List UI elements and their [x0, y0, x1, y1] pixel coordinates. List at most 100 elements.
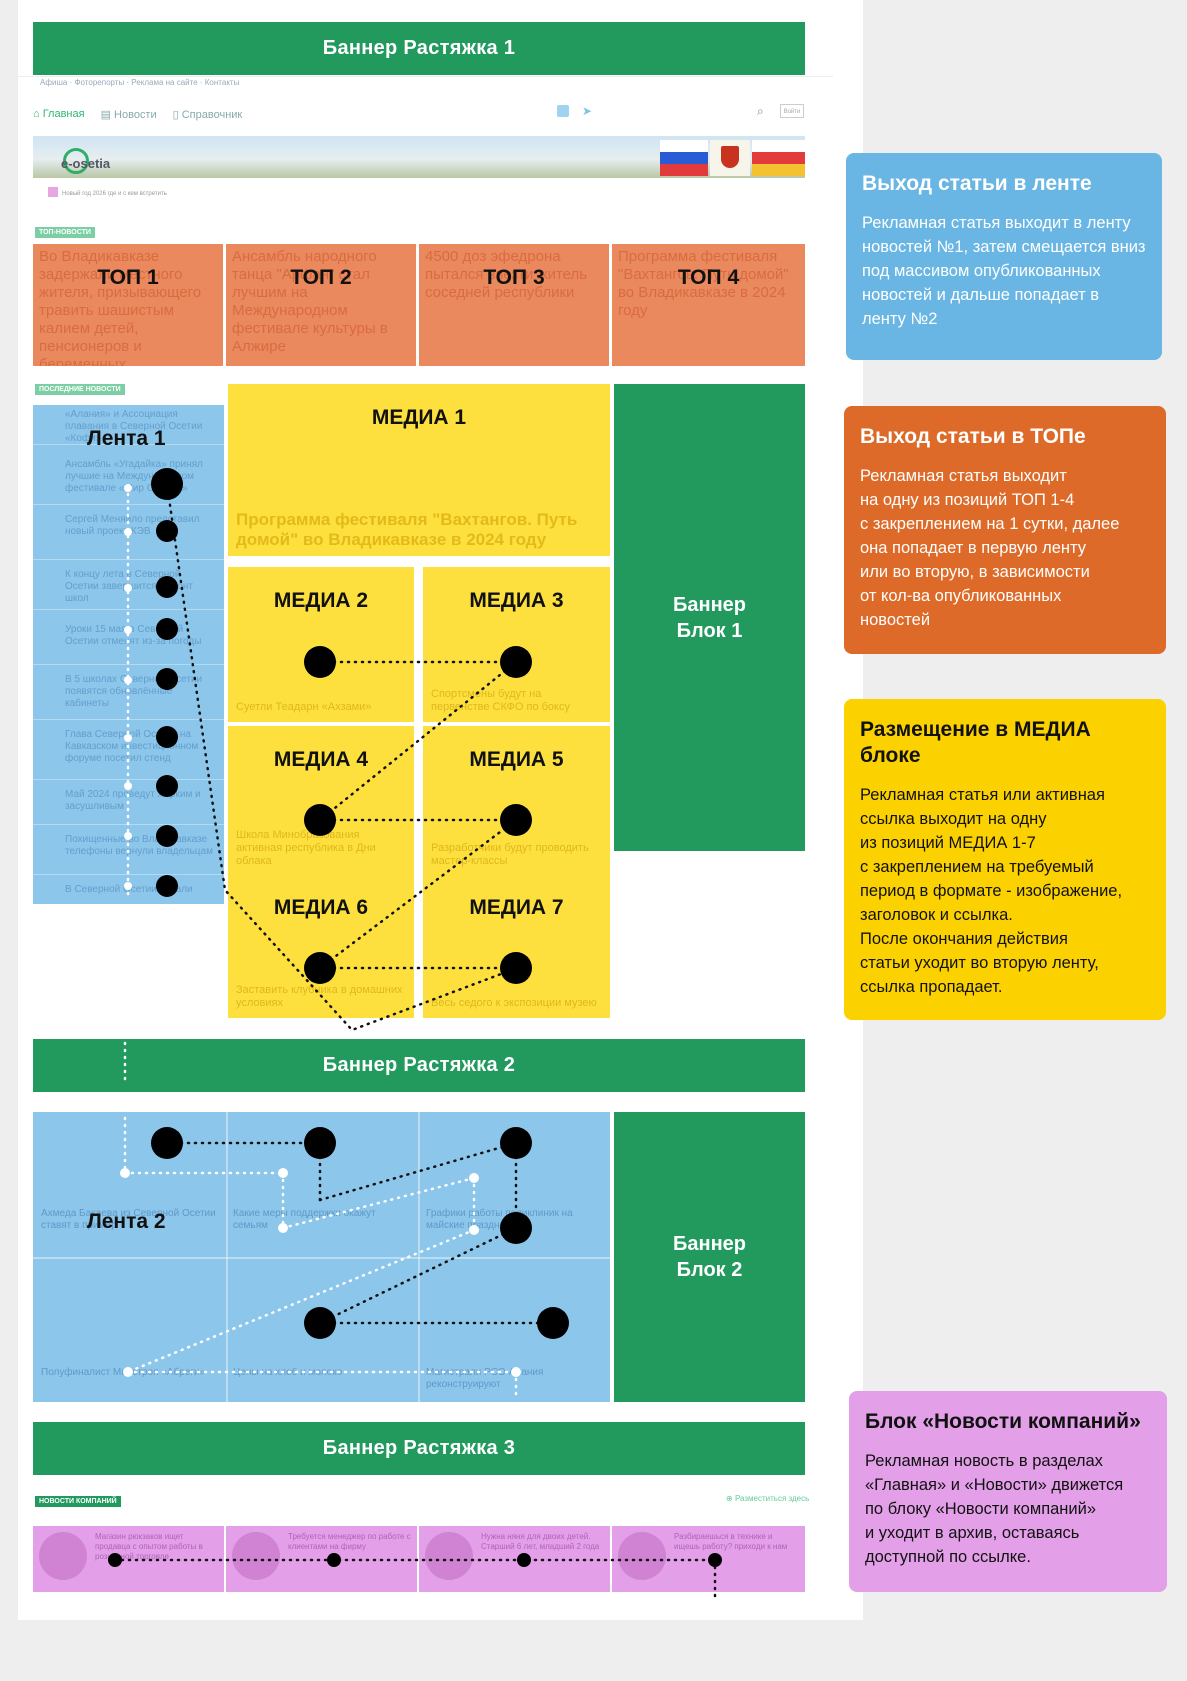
tag-top-news: ТОП-НОВОСТИ [35, 227, 95, 238]
media-4[interactable]: МЕДИА 4 Школа Минобразования активная рес… [228, 726, 414, 876]
media-caption: Заставить клубника в домашних условиях [236, 984, 403, 1009]
divider [226, 1112, 228, 1402]
company-text: Нужна няня для двоих детей. Старший 6 ле… [481, 1532, 600, 1551]
news-icon: ▤ [100, 108, 115, 121]
company-thumb [232, 1532, 280, 1580]
card-text: Рекламная статья выходит на одну из пози… [860, 467, 1120, 629]
top-text: Во Владикавказе задержали местного жител… [39, 248, 202, 366]
media-2[interactable]: МЕДИА 2 Суетли Теадарн «Ахзами» [228, 567, 414, 722]
vk-icon[interactable] [557, 105, 569, 117]
company-thumb [39, 1532, 87, 1580]
top-4[interactable]: Программа фестиваля "Вахтангов. Путь дом… [612, 244, 805, 366]
card-text: Рекламная статья или активная ссылка вых… [860, 786, 1123, 996]
media-label: МЕДИА 4 [273, 748, 369, 771]
company-text: Магазин рюкзаков ищет продавца с опытом … [95, 1532, 203, 1561]
media-caption: Весь седого к экспозиции музею [431, 997, 597, 1009]
home-icon: ⌂ [33, 108, 43, 120]
top-text: Ансамбль народного танца "Арфан" стал лу… [232, 248, 388, 355]
media-label: МЕДИА 3 [469, 589, 564, 612]
feed-2: Ахмеда Бакаева из Северной Осетии ставят… [33, 1112, 610, 1402]
media-label: МЕДИА 6 [273, 896, 369, 919]
list-item[interactable]: Графики работы поликлиник на майские пра… [426, 1208, 573, 1231]
top-2[interactable]: Ансамбль народного танца "Арфан" стал лу… [226, 244, 416, 366]
notice-link[interactable]: Новый год 2026 где и с кем встретить [62, 191, 167, 197]
company-thumb [425, 1532, 473, 1580]
top-text: Программа фестиваля "Вахтангов. Путь дом… [618, 248, 789, 319]
media-3[interactable]: МЕДИА 3 Спортсмены будут на первенстве СК… [423, 567, 610, 722]
list-item[interactable]: «Алания» и Ассоциация плавания в Северно… [33, 405, 224, 445]
nav-label: Справочник [181, 108, 243, 121]
media-label: МЕДИА 5 [469, 748, 564, 771]
place-here-label: Разместиться здесь [734, 1494, 810, 1503]
media-label: МЕДИА 1 [371, 406, 467, 429]
top-1[interactable]: Во Владикавказе задержали местного жител… [33, 244, 223, 366]
feed-2-label: Лента 2 [87, 1210, 166, 1233]
place-here-link[interactable]: ⊕ Разместиться здесь [726, 1494, 809, 1503]
card-title: Размещение в МЕДИА блоке [860, 718, 1091, 767]
card-companies: Блок «Новости компаний» Рекламная новост… [849, 1391, 1167, 1592]
company-item[interactable]: Разбираешься в технике и ищешь работу? п… [612, 1526, 805, 1592]
company-item[interactable]: Магазин рюкзаков ищет продавца с опытом … [33, 1526, 226, 1592]
nav-item-home[interactable]: ⌂ Главная [33, 108, 85, 120]
phone-icon: ▯ [172, 108, 182, 121]
logo-text: e-osetia [61, 156, 111, 171]
divider [33, 1257, 610, 1259]
top-label: ТОП 1 [97, 266, 159, 289]
card-title: Выход статьи в ленте [862, 172, 1092, 195]
media-caption: Школа Минобразования активная республика… [236, 829, 376, 867]
company-text: Разбираешься в технике и ищешь работу? п… [674, 1532, 788, 1551]
nav-label: Новости [114, 108, 157, 121]
list-item[interactable]: Какие меры поддержки окажут семьям [233, 1208, 376, 1231]
media-label: МЕДИА 2 [273, 589, 369, 612]
media-6[interactable]: МЕДИА 6 Заставить клубника в домашних усл… [228, 874, 414, 1018]
feed-1-label: Лента 1 [87, 427, 166, 450]
media-caption: Суетли Теадарн «Ахзами» [236, 701, 372, 713]
media-5[interactable]: МЕДИА 5 Разработчики будут проводить маст… [423, 726, 610, 876]
login-icon[interactable]: Войти [780, 104, 804, 118]
nav-label: Главная [42, 108, 85, 120]
company-item[interactable]: Требуется менеджер по работе с клиентами… [226, 1526, 419, 1592]
topline-links[interactable]: Афиша · Фоторепорты · Реклама на сайте ·… [40, 78, 240, 87]
company-item[interactable]: Нужна няня для двоих детей. Старший 6 ле… [419, 1526, 612, 1592]
top-label: ТОП 2 [290, 266, 352, 289]
card-title: Блок «Новости компаний» [865, 1410, 1141, 1433]
company-thumb [618, 1532, 666, 1580]
card-media: Размещение в МЕДИА блоке Рекламная стать… [844, 699, 1166, 1020]
main-nav: ⌂ Главная ▤ Новости ▯ Справочник [33, 104, 733, 124]
card-title: Выход статьи в ТОПе [860, 425, 1086, 448]
list-item[interactable]: Сергей Меняйло представил новый проект К… [33, 510, 224, 560]
top-label: ТОП 4 [677, 266, 740, 289]
logo-mark [63, 148, 89, 174]
telegram-icon[interactable]: ➤ [582, 104, 593, 118]
top-label: ТОП 3 [483, 266, 545, 289]
card-text: Рекламная новость в разделах «Главная» и… [865, 1452, 1124, 1566]
nav-item-news[interactable]: ▤ Новости [101, 108, 157, 121]
site-header-image: e-osetia [33, 136, 805, 178]
list-item[interactable]: Цены на хлеб и молоко [233, 1367, 343, 1378]
flags [660, 140, 805, 176]
plus-icon: ⊕ [726, 1494, 735, 1503]
media-caption: Спортсмены будут на первенстве СКФО по б… [431, 688, 570, 713]
banner-block-1: Баннер Блок 1 [614, 384, 805, 851]
media-1[interactable]: МЕДИА 1 Программа фестиваля "Вахтангов. П… [228, 384, 610, 556]
top-3[interactable]: 4500 доз эфедрона пытался ввезти житель … [419, 244, 609, 366]
list-item[interactable]: Ахмеда Бакаева из Северной Осетии ставят… [41, 1208, 216, 1231]
media-label: МЕДИА 7 [469, 896, 564, 919]
banner-stretch-1: Баннер Растяжка 1 [33, 22, 805, 75]
nav-item-directory[interactable]: ▯ Справочник [173, 108, 243, 121]
media-7[interactable]: МЕДИА 7 Весь седого к экспозиции музею [423, 874, 610, 1018]
top-text: 4500 доз эфедрона пытался ввезти житель … [425, 248, 588, 301]
list-item[interactable]: Похищенные во Владикавказе телефоны верн… [33, 830, 224, 875]
media-caption: Программа фестиваля "Вахтангов. Путь дом… [236, 510, 578, 549]
divider [418, 1112, 420, 1402]
search-icon[interactable]: ⌕ [757, 104, 764, 118]
divider [18, 76, 833, 77]
notice-icon [48, 187, 58, 197]
card-feed: Выход статьи в ленте Рекламная статья вы… [846, 153, 1162, 360]
tag-company-news: НОВОСТИ КОМПАНИЙ [35, 1496, 121, 1507]
card-top: Выход статьи в ТОПе Рекламная статья вых… [844, 406, 1166, 654]
banner-block-2: Баннер Блок 2 [614, 1112, 805, 1402]
tag-latest-news: ПОСЛЕДНИЕ НОВОСТИ [35, 384, 125, 395]
media-caption: Разработчики будут проводить мастер-клас… [431, 842, 589, 867]
